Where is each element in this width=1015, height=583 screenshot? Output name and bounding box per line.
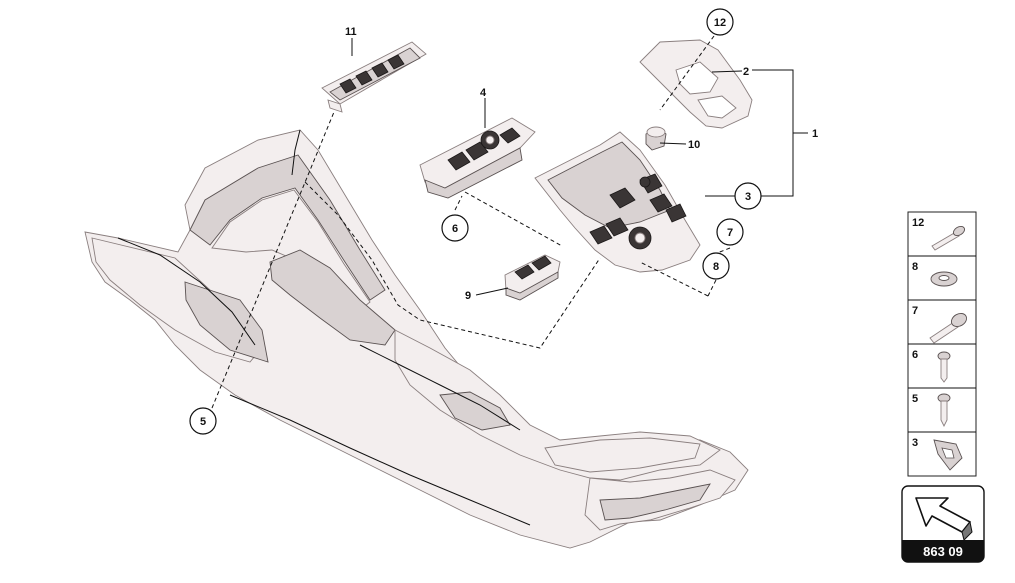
- diagram-badge: 863 09: [901, 485, 985, 563]
- part-2-trim-bezel: [639, 39, 753, 129]
- part-labels: 11 4 2 1 10 9: [345, 26, 818, 302]
- svg-text:7: 7: [727, 227, 733, 239]
- leader-lines: [211, 35, 808, 409]
- callout-5: 5: [189, 407, 217, 435]
- callout-8: 8: [702, 252, 730, 280]
- callouts: 12 3 6 7 8 5: [189, 8, 762, 435]
- svg-text:6: 6: [452, 223, 458, 235]
- callout-3: 3: [734, 182, 762, 210]
- self-tapping-screw-icon: [937, 393, 951, 428]
- clip-icon: [933, 439, 963, 471]
- callout-6: 6: [441, 214, 469, 242]
- label-4: 4: [480, 87, 487, 99]
- part-11-switch-panel: [321, 41, 427, 113]
- svg-text:8: 8: [713, 261, 719, 273]
- diagram-code: 863 09: [923, 544, 963, 559]
- part-4-control-module: [419, 117, 536, 199]
- long-screw-icon: [931, 225, 966, 251]
- svg-text:12: 12: [714, 17, 726, 29]
- fastener-legend: 12 8 7 6 5 3: [907, 211, 977, 477]
- washer-icon: [930, 271, 958, 287]
- label-1: 1: [812, 128, 818, 140]
- label-11: 11: [345, 26, 357, 38]
- short-screw-icon: [937, 351, 951, 383]
- legend-label-6: 6: [912, 349, 918, 361]
- svg-text:3: 3: [745, 191, 751, 203]
- legend-label-12: 12: [912, 217, 924, 229]
- svg-text:5: 5: [200, 416, 206, 428]
- legend-label-3: 3: [912, 437, 918, 449]
- legend-label-7: 7: [912, 305, 918, 317]
- label-9: 9: [465, 290, 471, 302]
- part-10-knob: [645, 126, 667, 151]
- part-3-center-stack: [534, 131, 701, 273]
- center-console: [84, 129, 749, 549]
- label-10: 10: [688, 139, 700, 151]
- legend-label-8: 8: [912, 261, 918, 273]
- callout-7: 7: [716, 218, 744, 246]
- label-2: 2: [743, 66, 749, 78]
- legend-label-5: 5: [912, 393, 918, 405]
- arrow-icon: [915, 497, 973, 541]
- part-9-switch-block: [504, 254, 561, 301]
- bolt-icon: [929, 312, 967, 344]
- callout-12: 12: [706, 8, 734, 36]
